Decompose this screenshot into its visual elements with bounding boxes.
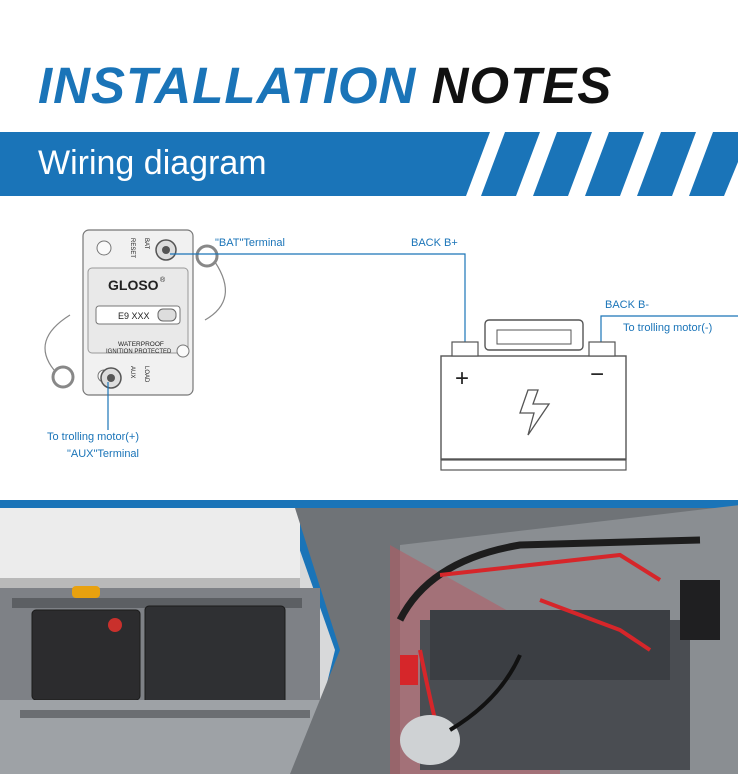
circuit-breaker: GLOSO ® E9 XXX WATERPROOF IGNITION PROTE… bbox=[44, 229, 226, 396]
title-part-notes: NOTES bbox=[431, 57, 613, 114]
breaker-side-bat: BAT bbox=[143, 238, 149, 250]
battery-plus-symbol: + bbox=[455, 365, 469, 392]
lightning-icon bbox=[519, 389, 551, 436]
label-back-b-plus: BACK B+ bbox=[411, 237, 458, 249]
breaker-side-load: LOAD bbox=[143, 366, 149, 383]
section-banner-label: Wiring diagram bbox=[38, 144, 267, 182]
breaker-model: E9 XXX bbox=[118, 311, 150, 321]
label-back-b-minus: BACK B- bbox=[605, 299, 649, 311]
label-bat-terminal: "BAT"Terminal bbox=[215, 237, 285, 249]
label-trolling-plus: To trolling motor(+) bbox=[47, 431, 139, 443]
breaker-brand: GLOSO bbox=[108, 277, 159, 293]
label-aux-terminal: "AUX"Terminal bbox=[67, 448, 139, 460]
wire-bminus bbox=[600, 315, 738, 348]
wiring-diagram: GLOSO ® E9 XXX WATERPROOF IGNITION PROTE… bbox=[44, 229, 738, 471]
label-trolling-minus: To trolling motor(-) bbox=[623, 322, 712, 334]
title-part-installation: INSTALLATION bbox=[38, 57, 417, 114]
breaker-caption-1: WATERPROOF bbox=[118, 341, 164, 348]
breaker-side-aux: AUX bbox=[129, 366, 135, 378]
battery: + − bbox=[440, 319, 627, 471]
truck-battery-boxes-photo bbox=[0, 508, 335, 774]
installation-photos bbox=[0, 500, 738, 774]
battery-compartment-render bbox=[290, 505, 738, 774]
breaker-side-reset: RESET bbox=[129, 238, 135, 258]
section-banner bbox=[0, 132, 738, 196]
battery-minus-symbol: − bbox=[590, 361, 604, 388]
page-title: INSTALLATION NOTES bbox=[38, 56, 612, 115]
breaker-caption-2: IGNITION PROTECTED bbox=[106, 349, 172, 355]
breaker-reg-mark: ® bbox=[160, 276, 166, 284]
wire-bat-to-bplus bbox=[170, 253, 466, 348]
